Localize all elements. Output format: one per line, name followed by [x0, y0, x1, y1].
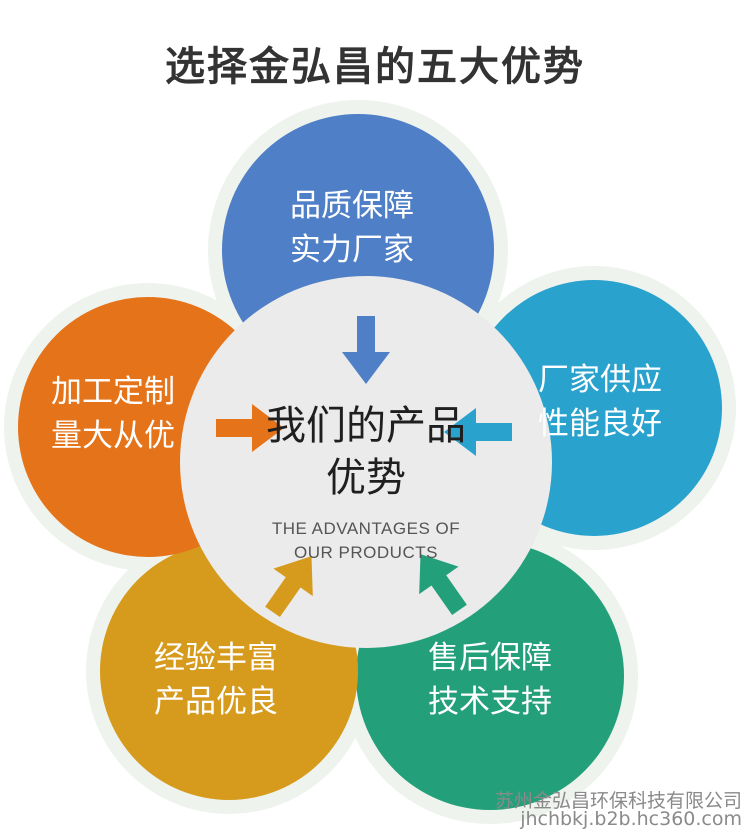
arrow-icon [216, 404, 284, 452]
petal-label-line2: 实力厂家 [290, 232, 414, 268]
petal-label-line1: 经验丰富 [154, 640, 278, 676]
petal-label-quality: 品质保障实力厂家 [290, 184, 414, 272]
center-subtitle-line2: OUR PRODUCTS [294, 543, 438, 562]
arrow-icon [444, 408, 512, 456]
petal-label-supply: 厂家供应性能良好 [538, 358, 662, 446]
watermark-url: jhchbkj.b2b.hc360.com [520, 808, 742, 830]
center-title-line2: 优势 [326, 455, 406, 501]
center-circle [180, 276, 552, 648]
center-subtitle-line1: THE ADVANTAGES OF [271, 519, 461, 538]
petal-label-custom: 加工定制量大从优 [51, 370, 175, 458]
petal-label-line2: 产品优良 [154, 684, 278, 720]
petal-label-service: 售后保障技术支持 [428, 636, 552, 724]
petal-label-line2: 技术支持 [428, 684, 552, 720]
page-title: 选择金弘昌的五大优势 [165, 44, 585, 90]
petal-label-line2: 量大从优 [51, 418, 175, 454]
watermark-company: 苏州金弘昌环保科技有限公司 [494, 790, 742, 812]
petal-label-line1: 品质保障 [290, 188, 414, 224]
petal-label-line1: 加工定制 [51, 374, 175, 410]
petal-label-experience: 经验丰富产品优良 [154, 636, 278, 724]
arrow-icon [265, 556, 313, 618]
petal-label-line2: 性能良好 [538, 406, 662, 442]
center-title-line1: 我们的产品 [266, 403, 466, 449]
center-subtitle: THE ADVANTAGES OF OUR PRODUCTS [236, 517, 496, 565]
center-title: 我们的产品 优势 [236, 400, 496, 504]
arrow-icon [342, 316, 390, 384]
petal-label-line1: 厂家供应 [538, 362, 662, 398]
arrow-icon [419, 554, 467, 616]
petal-label-line1: 售后保障 [428, 640, 552, 676]
